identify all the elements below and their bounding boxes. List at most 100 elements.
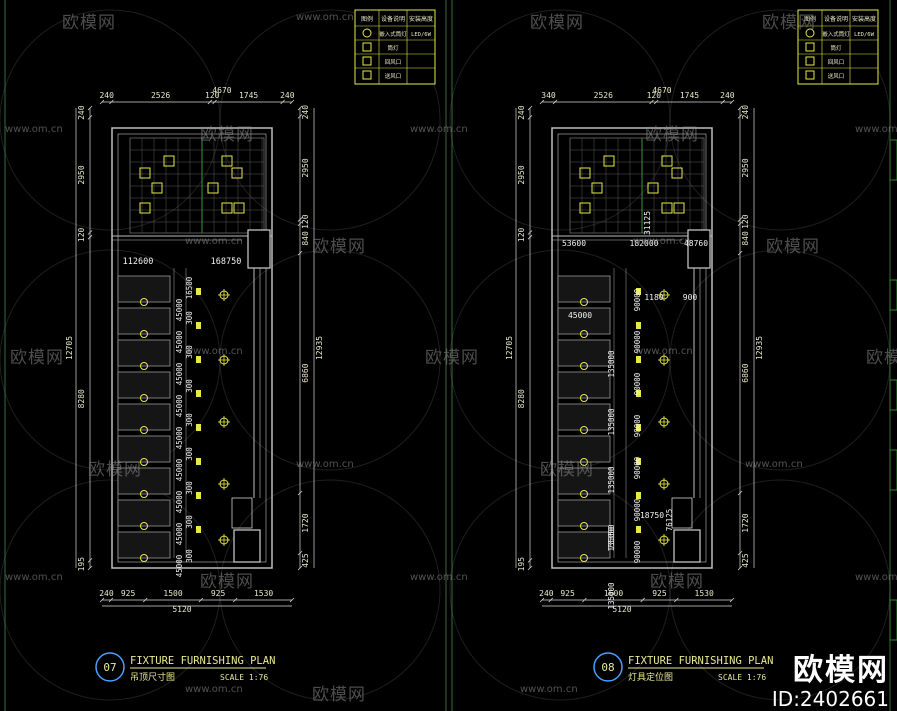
- spot-tag: [196, 424, 201, 431]
- ceiling-label: 45000: [175, 522, 184, 545]
- dimension-tick: [87, 558, 93, 563]
- dimension-tick: [99, 597, 105, 603]
- downlight-symbol: [140, 426, 148, 434]
- legend-border: [354, 9, 436, 85]
- ceiling-label: 300: [185, 379, 194, 393]
- legend-item-label: 回风口: [385, 59, 402, 66]
- fixture-label: 90000: [633, 288, 642, 311]
- fixture-label: 900: [683, 293, 698, 302]
- dimension-label: 120: [77, 227, 86, 242]
- dimension-tick: [674, 597, 679, 603]
- dimension-tick: [539, 597, 545, 603]
- downlight-symbol: [140, 458, 148, 466]
- watermark-url: www.om.cn: [635, 346, 693, 357]
- legend-header: 设备说明: [824, 15, 848, 23]
- fixture-label: 90000: [633, 498, 642, 521]
- dimension-tick: [207, 99, 213, 105]
- dimension-label: 195: [517, 557, 526, 572]
- ceiling-panel: [557, 435, 611, 463]
- dimension-label: 5120: [172, 605, 191, 614]
- legend-header: 设备说明: [381, 15, 405, 23]
- downlight-symbol: [140, 330, 148, 338]
- outer-wall: [551, 127, 713, 569]
- brand-id: ID:2402661: [771, 687, 889, 711]
- dimension-label: 925: [121, 589, 136, 598]
- air-vent: [661, 155, 673, 167]
- dimension-tick: [527, 230, 533, 235]
- dimension-label: 5120: [612, 605, 631, 614]
- ceiling-panel: [117, 499, 171, 527]
- air-vent: [207, 182, 219, 194]
- spot-tag: [196, 526, 201, 533]
- watermark-text: 欧模网: [200, 125, 254, 145]
- dimension-tick: [212, 99, 217, 105]
- dimension-tick: [232, 597, 238, 603]
- dimension-label: 240: [539, 589, 554, 598]
- legend-item-label: 送风口: [385, 72, 402, 80]
- legend-light-symbol: [362, 28, 372, 38]
- title-block-right: 08 FIXTURE FURNISHING PLAN 灯具定位图 SCALE 1…: [593, 652, 773, 683]
- fixture-label: 53600: [562, 239, 586, 248]
- plan-subtitle: 吊顶尺寸图: [130, 671, 175, 683]
- legend-vent-symbol: [362, 56, 372, 66]
- air-vent: [139, 202, 151, 214]
- dimension-tick: [737, 490, 743, 496]
- legend-item-label: 筒灯: [387, 44, 399, 52]
- dimension-tick: [582, 597, 587, 603]
- dimension-tick: [87, 115, 93, 120]
- air-vent: [579, 167, 591, 179]
- downlight-symbol: [140, 298, 148, 306]
- fixture-label: 135000: [607, 408, 616, 436]
- dimension-tick: [737, 217, 743, 222]
- legend-item-label: 送风口: [828, 72, 845, 80]
- dimension-label: 840: [301, 231, 310, 246]
- fixture-label: 90000: [633, 372, 642, 395]
- dimension-tick: [737, 250, 743, 256]
- ceiling-grid: [129, 137, 265, 234]
- dimension-tick: [737, 550, 743, 556]
- dimension-label: 1720: [301, 513, 310, 532]
- dimension-label: 925: [560, 589, 575, 598]
- dimension-tick: [527, 105, 533, 111]
- dimension-tick: [729, 99, 735, 105]
- spot-tag: [196, 356, 201, 363]
- dimension-label: 240: [77, 105, 86, 120]
- dimension-tick: [297, 217, 303, 222]
- dimension-label: 2950: [77, 165, 86, 184]
- dimension-label: 6860: [301, 363, 310, 382]
- legend-header: 安装高度: [852, 15, 876, 23]
- watermark-url: www.om.cn: [185, 346, 243, 357]
- ceiling-panel: [557, 499, 611, 527]
- dimension-label: 1530: [695, 589, 714, 598]
- air-vent: [647, 182, 659, 194]
- dimension-tick: [729, 597, 735, 603]
- air-vent: [591, 182, 603, 194]
- fixture-label: 45000: [568, 311, 592, 320]
- watermark-text: 欧模网: [88, 460, 142, 480]
- ceiling-label: 300: [185, 515, 194, 529]
- dimension-label: 425: [301, 553, 310, 568]
- air-vent: [233, 202, 245, 214]
- dimension-tick: [108, 597, 114, 603]
- downlight-symbol: [580, 362, 588, 370]
- dimension-tick: [87, 234, 93, 240]
- dimension-tick: [527, 565, 533, 571]
- air-vent: [221, 202, 233, 214]
- fixture-label: 182000: [630, 239, 659, 248]
- fixture-label: 135000: [607, 350, 616, 378]
- spot-tag: [636, 356, 641, 363]
- dimension-label: 4670: [212, 86, 231, 95]
- air-vent: [221, 155, 233, 167]
- spot-tag: [196, 492, 201, 499]
- legend-vent-symbol: [362, 70, 372, 80]
- ceiling-label: 45000: [175, 330, 184, 353]
- dimension-tick: [737, 114, 743, 119]
- spot-tag: [636, 390, 641, 397]
- fixture-label: 76125: [665, 509, 674, 532]
- dimension-label: 8280: [517, 389, 526, 408]
- legend-item-label: 筒灯: [830, 44, 842, 52]
- downlight-symbol: [580, 298, 588, 306]
- ceiling-label: 300: [185, 481, 194, 495]
- fixture-label: 135000: [607, 466, 616, 494]
